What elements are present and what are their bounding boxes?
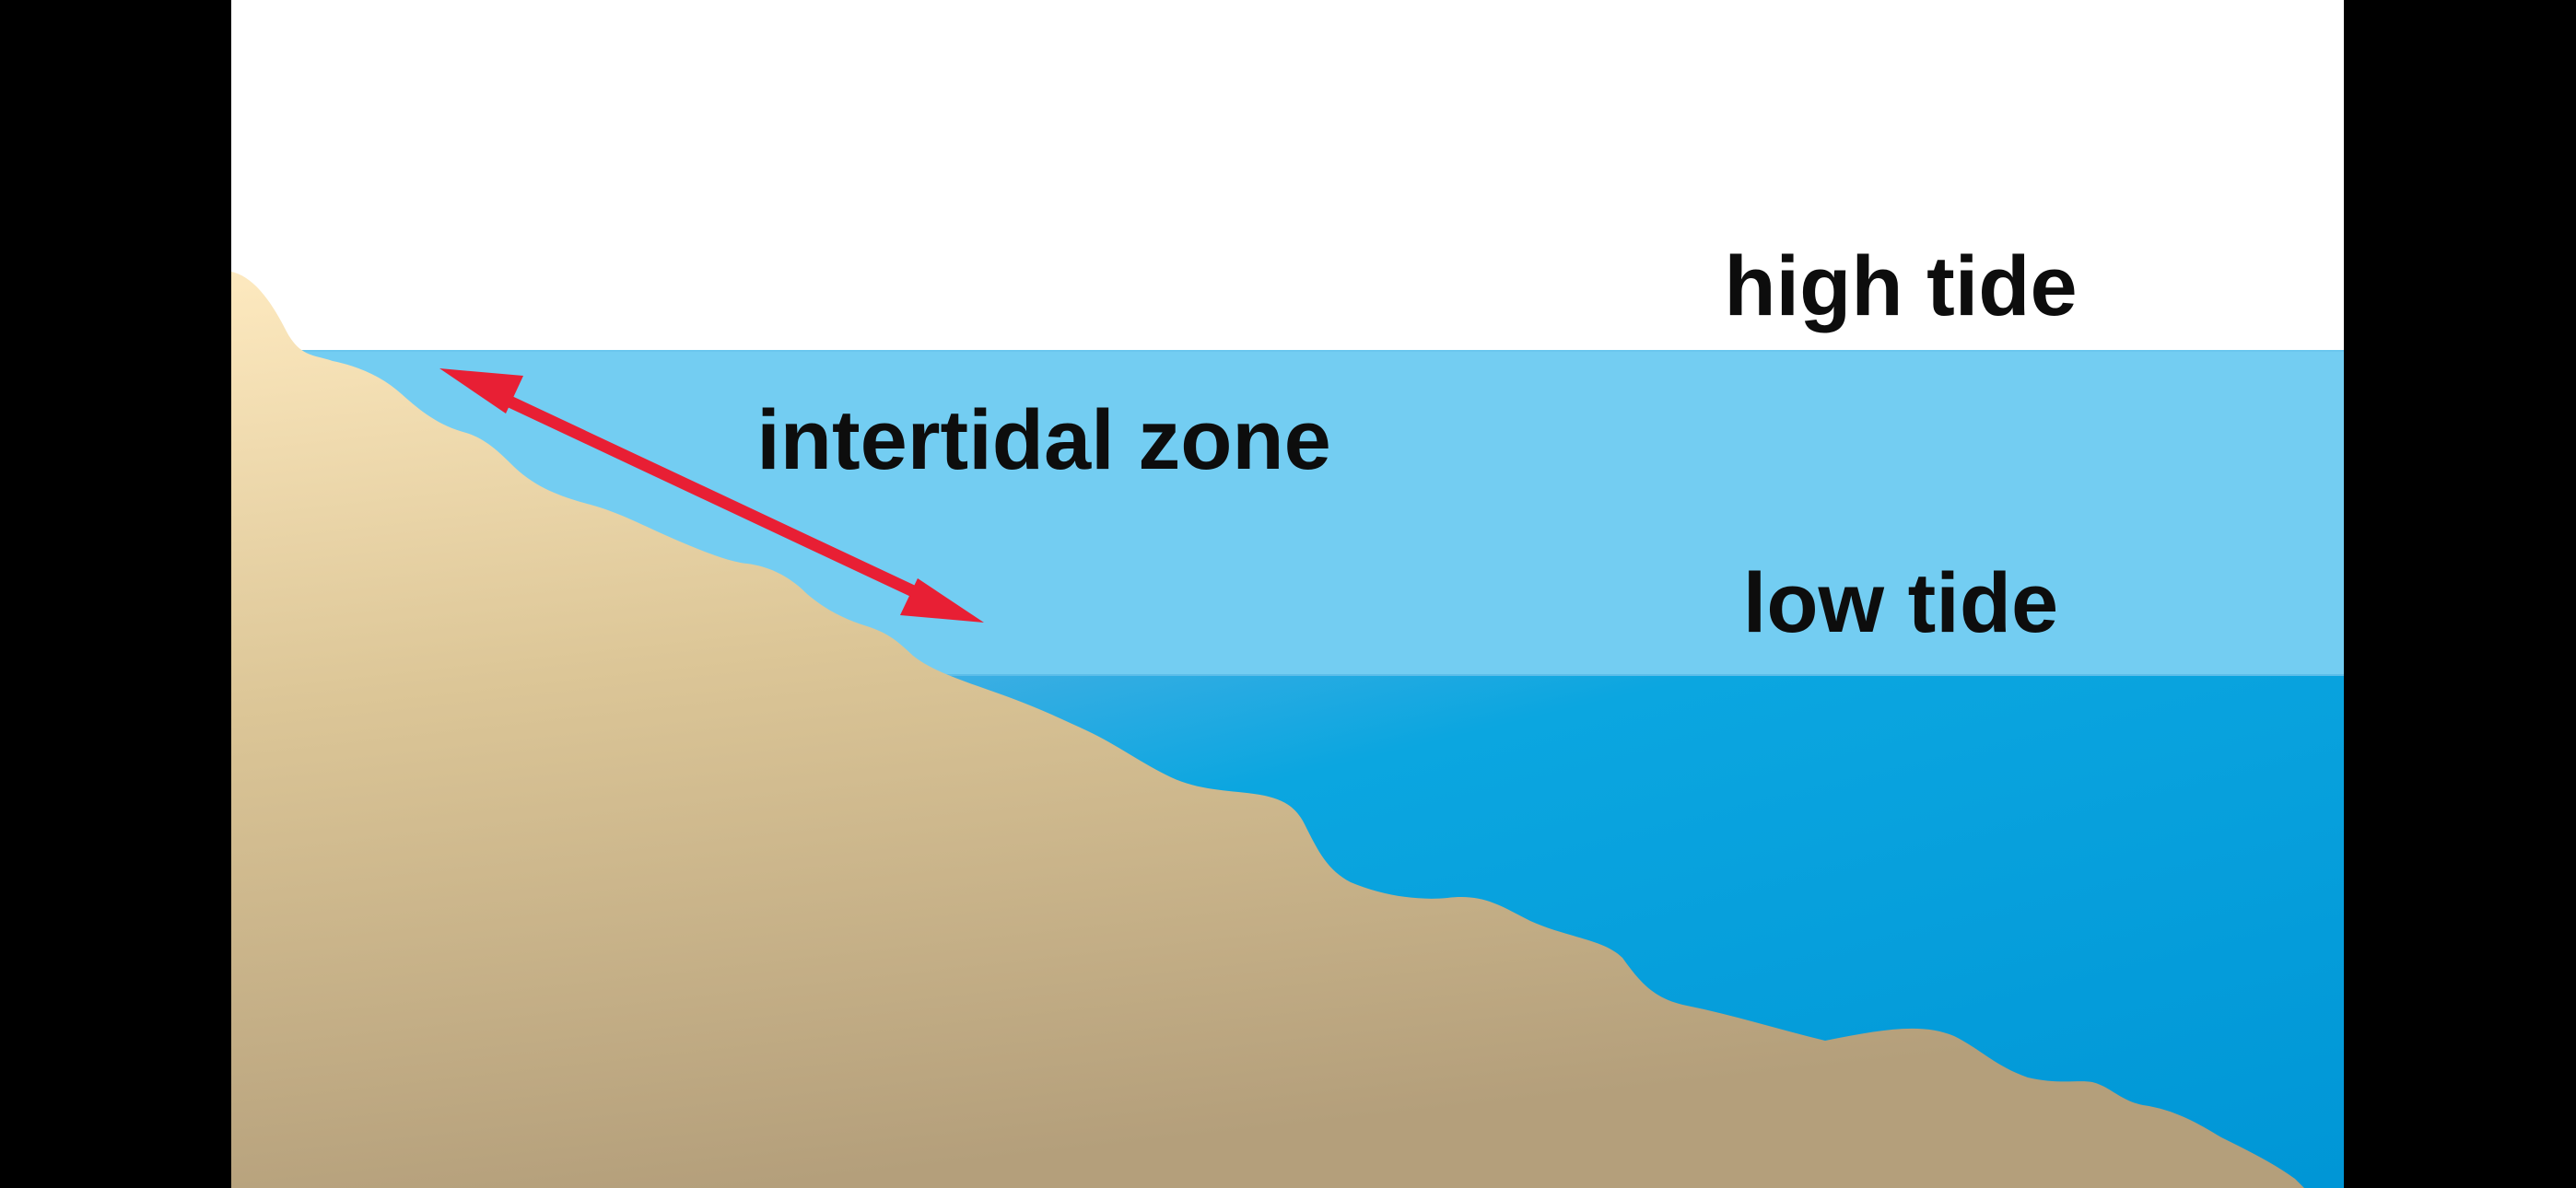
intertidal-zone-label: intertidal zone xyxy=(756,393,1331,487)
low-tide-label: low tide xyxy=(1743,556,2058,650)
high-tide-label: high tide xyxy=(1724,239,2077,333)
tide-diagram-svg: high tide intertidal zone low tide xyxy=(231,0,2344,1188)
tide-diagram: high tide intertidal zone low tide xyxy=(231,0,2344,1188)
double-headed-arrow-icon xyxy=(439,368,984,623)
sandy-shore xyxy=(231,272,2304,1188)
arrow-head-upper xyxy=(439,368,523,413)
letterbox-right xyxy=(2344,0,2576,1188)
letterbox-left xyxy=(0,0,231,1188)
arrow-head-lower xyxy=(900,578,984,623)
